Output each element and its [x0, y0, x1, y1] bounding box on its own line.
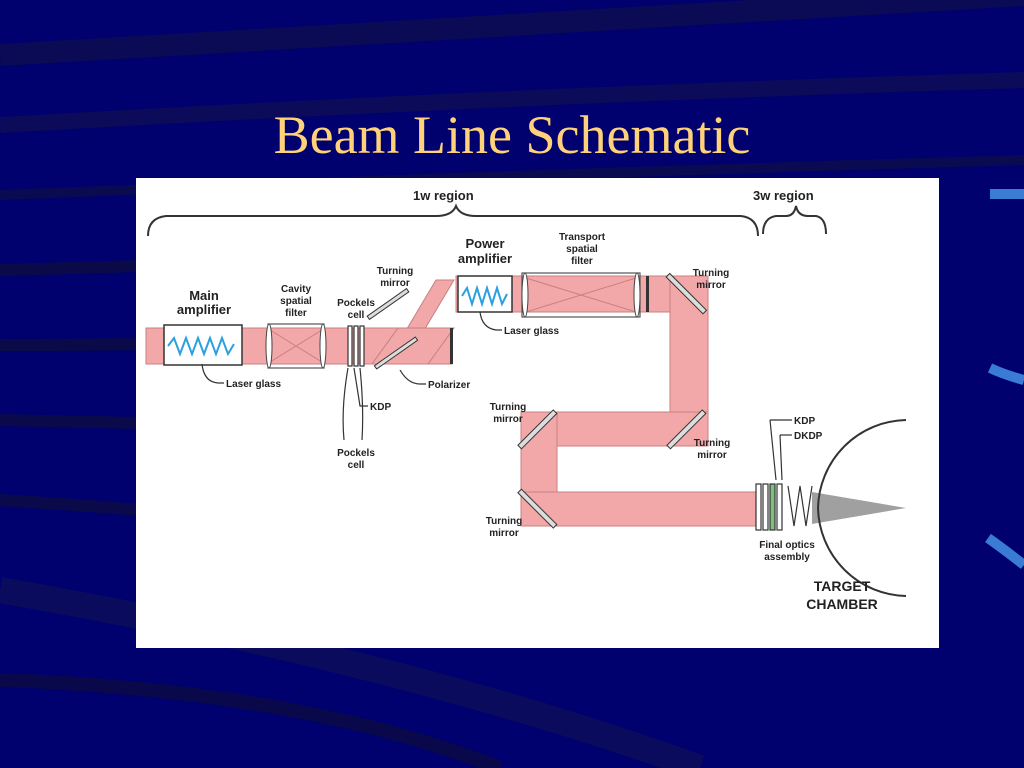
- brace-1w-region: [147, 203, 759, 237]
- label-turning-mirror-4-1: Turning: [694, 438, 730, 449]
- label-transport-1: Transport: [559, 232, 606, 243]
- label-final-optics-2: assembly: [764, 552, 810, 563]
- pockels-cell: [347, 325, 365, 367]
- label-dkdp: DKDP: [794, 431, 823, 442]
- label-turning-mirror-3-1: Turning: [490, 402, 526, 413]
- beam-path: [145, 275, 762, 527]
- beam-segment-middle: [530, 411, 709, 447]
- brace-3w-region: [762, 205, 827, 235]
- main-line-end: [450, 328, 453, 364]
- label-turning-mirror-2-2: mirror: [696, 280, 726, 291]
- power-amplifier-laser-glass: [461, 284, 508, 308]
- turning-mirror-2: [665, 272, 708, 315]
- label-main-amplifier-1: Main: [189, 288, 219, 303]
- cavity-lens-right: [319, 323, 327, 369]
- slide-title: Beam Line Schematic: [273, 105, 751, 165]
- label-polarizer: Polarizer: [428, 380, 470, 391]
- label-laser-glass-main: Laser glass: [226, 379, 281, 390]
- label-turning-mirror-4-2: mirror: [697, 450, 727, 461]
- cavity-lens-left: [265, 323, 273, 369]
- label-pockels-top-1: Pockels: [337, 298, 375, 309]
- turning-mirror-5: [517, 488, 558, 529]
- label-pockels-bottom-2: cell: [348, 460, 365, 471]
- label-1w-region: 1w region: [413, 188, 474, 203]
- label-target-2: CHAMBER: [806, 596, 878, 612]
- label-pockels-bottom-1: Pockels: [337, 448, 375, 459]
- label-pockels-top-2: cell: [348, 310, 365, 321]
- label-kdp-right: KDP: [794, 416, 815, 427]
- final-optics-assembly: [755, 483, 813, 531]
- main-amplifier-laser-glass: [167, 335, 235, 357]
- transport-lens-left: [521, 272, 529, 318]
- label-transport-2: spatial: [566, 244, 598, 255]
- label-cavity-3: filter: [285, 308, 307, 319]
- turning-mirror-4: [666, 409, 707, 450]
- turning-mirror-3: [517, 409, 558, 450]
- label-turning-mirror-2-1: Turning: [693, 268, 729, 279]
- beam-line-diagram: 1w region 3w region: [145, 188, 907, 612]
- diagram-panel: 1w region 3w region: [136, 178, 939, 648]
- label-turning-mirror-5-2: mirror: [489, 528, 519, 539]
- label-turning-mirror-1-2: mirror: [380, 278, 410, 289]
- label-turning-mirror-3-2: mirror: [493, 414, 523, 425]
- label-power-amplifier-2: amplifier: [458, 251, 512, 266]
- transport-lens-right: [633, 272, 641, 318]
- label-main-amplifier-2: amplifier: [177, 302, 231, 317]
- transport-window: [646, 276, 649, 312]
- polarizer: [373, 336, 419, 370]
- target-chamber: [816, 419, 907, 597]
- label-kdp-left: KDP: [370, 402, 391, 413]
- beam-segment-bottom: [520, 491, 762, 527]
- label-target-1: TARGET: [814, 578, 871, 594]
- label-power-amplifier-1: Power: [465, 236, 504, 251]
- label-cavity-1: Cavity: [281, 284, 311, 295]
- label-transport-3: filter: [571, 256, 593, 267]
- focusing-cone: [812, 492, 906, 524]
- label-turning-mirror-1-1: Turning: [377, 266, 413, 277]
- label-laser-glass-power: Laser glass: [504, 326, 559, 337]
- label-cavity-2: spatial: [280, 296, 312, 307]
- label-turning-mirror-5-1: Turning: [486, 516, 522, 527]
- leader-lines: [201, 311, 792, 481]
- label-3w-region: 3w region: [753, 188, 814, 203]
- label-final-optics-1: Final optics: [759, 540, 815, 551]
- turning-mirror-1: [366, 287, 410, 321]
